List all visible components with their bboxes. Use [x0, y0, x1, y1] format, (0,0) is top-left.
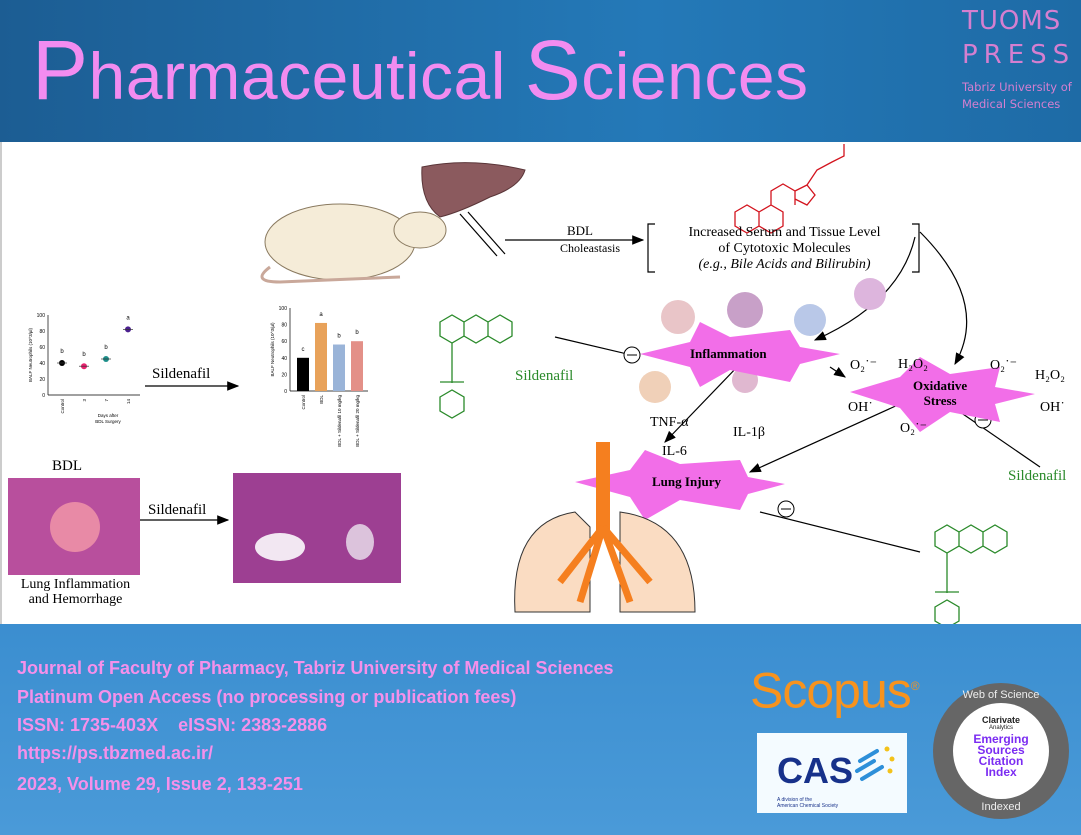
open-access-note: Platinum Open Access (no processing or p… — [17, 687, 517, 707]
sildenafil-label: Sildenafil — [515, 368, 574, 384]
issn: ISSN: 1735-403X eISSN: 2383-2886 — [17, 715, 328, 735]
y-tick-label: 20 — [39, 377, 45, 383]
superoxide-label: O₂˙⁻ — [850, 358, 878, 373]
y-tick-label: 20 — [281, 372, 287, 378]
bile-acid-structure-icon — [734, 144, 845, 234]
significance-letter: a — [126, 315, 130, 321]
x-tick-label: BDL + Sildenafil 10 mg/kg — [337, 395, 342, 447]
journal-affiliation: Journal of Faculty of Pharmacy, Tabriz U… — [17, 658, 614, 678]
bar — [297, 357, 309, 391]
lungs-icon — [514, 442, 696, 613]
y-tick-label: 100 — [37, 313, 46, 319]
y-tick-label: 60 — [281, 339, 287, 345]
issue-info: 2023, Volume 29, Issue 2, 133-251 — [17, 774, 303, 794]
publisher-logo-line2: PRESS — [962, 40, 1076, 70]
y-tick-label: 80 — [281, 323, 287, 329]
y-axis-label: BALF Neutrophils (10^3/µl) — [270, 322, 275, 376]
superoxide-label: O₂˙⁻ — [900, 421, 928, 436]
significance-letter: b — [104, 345, 108, 351]
significance-letter: b — [60, 349, 64, 355]
x-group-label: BDL Surgery — [95, 419, 121, 424]
rat-icon — [260, 203, 447, 284]
significance-letter: b — [337, 334, 341, 340]
cell-icons — [639, 278, 886, 403]
x-group-label: Days after — [98, 413, 119, 418]
y-tick-label: 40 — [39, 361, 45, 367]
starburst-icons — [575, 322, 1035, 520]
bdl-label: BDL — [567, 223, 593, 238]
header: Pharmaceutical Sciences TUOMS PRESS Tabr… — [0, 0, 1081, 142]
histology-images — [8, 473, 401, 583]
web-of-science-badge: Web of Science Clarivate Analytics Emerg… — [933, 683, 1069, 819]
lung-injury-label: Lung Injury — [652, 474, 721, 489]
x-tick-label: Control — [60, 399, 65, 414]
website-link[interactable]: https://ps.tbzmed.ac.ir/ — [17, 743, 214, 763]
x-tick-label: 7 — [104, 399, 109, 402]
sildenafil-arrow-label: Sildenafil — [152, 366, 211, 382]
inflammation-label: Inflammation — [690, 346, 767, 361]
significance-letter: b — [82, 352, 86, 358]
sildenafil-structure-icon — [439, 314, 1008, 624]
y-tick-label: 0 — [284, 389, 287, 395]
x-tick-label: BDL + Sildenafil 20 mg/kg — [355, 395, 360, 447]
significance-letter: c — [302, 347, 305, 353]
significance-letter: b — [355, 330, 359, 336]
x-tick-label: Control — [301, 395, 306, 410]
superoxide-label: O₂˙⁻ — [990, 358, 1018, 373]
y-tick-label: 60 — [39, 345, 45, 351]
bar — [333, 344, 345, 391]
scopus-logo: Scopus® — [750, 662, 920, 719]
x-tick-label: BDL — [319, 395, 324, 404]
bdl-histology-label: BDL — [52, 458, 82, 474]
tnf-label: TNF-α — [650, 415, 689, 430]
hydroxyl-label: OH˙ — [1040, 400, 1065, 415]
il6-label: IL-6 — [662, 444, 687, 459]
y-tick-label: 40 — [281, 356, 287, 362]
cas-dots-icon — [855, 746, 895, 781]
y-axis-label: BALF Neutrophils (10^3/µl) — [28, 328, 33, 382]
sildenafil-arrow-label: Sildenafil — [148, 502, 207, 518]
bar — [315, 322, 327, 391]
y-tick-label: 80 — [39, 329, 45, 335]
y-tick-label: 100 — [279, 306, 288, 312]
bar — [351, 341, 363, 391]
choleastasis-label: Choleastasis — [560, 241, 620, 255]
y-tick-label: 0 — [42, 393, 45, 399]
peroxide-label: H₂O₂ — [1035, 368, 1065, 383]
significance-letter: a — [319, 312, 323, 318]
il1-label: IL-1β — [733, 425, 765, 440]
liver-icon — [421, 162, 526, 218]
x-tick-label: 14 — [126, 399, 131, 405]
peroxide-label: H₂O₂ — [898, 357, 928, 372]
publisher-logo-line1: TUOMS — [962, 6, 1062, 36]
journal-title: Pharmaceutical Sciences — [32, 23, 809, 117]
x-tick-label: 3 — [82, 399, 87, 402]
footer: Journal of Faculty of Pharmacy, Tabriz U… — [0, 624, 1081, 835]
hydroxyl-label: OH˙ — [848, 400, 873, 415]
sildenafil-label: Sildenafil — [1008, 468, 1067, 484]
